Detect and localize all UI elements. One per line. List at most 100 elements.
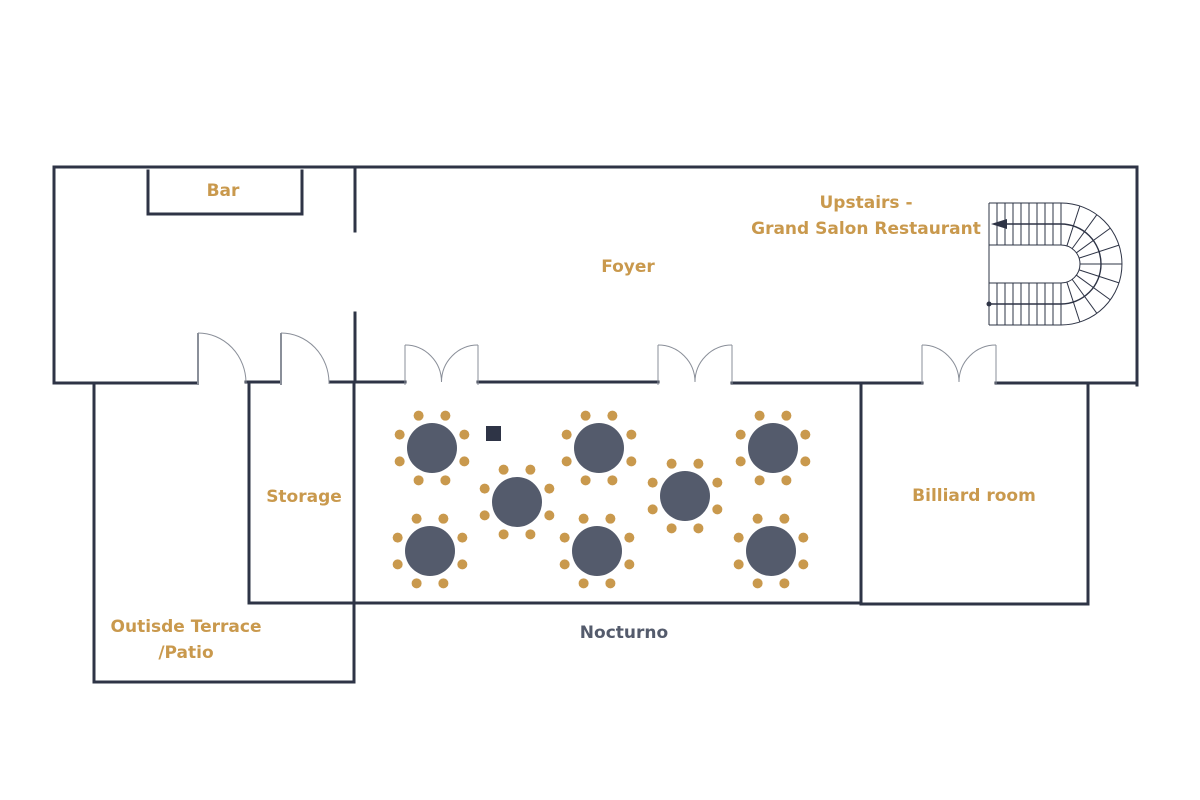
table-top <box>405 526 455 576</box>
chair-icon <box>440 475 451 486</box>
chair-icon <box>733 559 744 570</box>
foyer-label: Foyer <box>601 257 655 277</box>
nocturno-label: Nocturno <box>580 623 668 643</box>
double-door-icon <box>921 344 997 385</box>
chair-icon <box>479 510 490 521</box>
round-table <box>479 464 555 540</box>
double-door-icon <box>657 344 733 385</box>
chair-icon <box>735 456 746 467</box>
chair-icon <box>392 559 403 570</box>
chair-icon <box>578 578 589 589</box>
chair-icon <box>438 578 449 589</box>
round-table <box>559 513 635 589</box>
chair-icon <box>647 477 658 488</box>
wall-segment <box>92 381 356 684</box>
chair-icon <box>754 475 765 486</box>
column-icon <box>486 426 501 441</box>
billiard-room-label: Billiard room <box>912 486 1036 506</box>
chair-icon <box>459 456 470 467</box>
table-top <box>746 526 796 576</box>
chair-icon <box>779 578 790 589</box>
chair-icon <box>752 578 763 589</box>
table-top <box>572 526 622 576</box>
chair-icon <box>459 429 470 440</box>
chair-icon <box>438 513 449 524</box>
chair-icon <box>525 529 536 540</box>
chair-icon <box>580 410 591 421</box>
table-top <box>748 423 798 473</box>
chair-icon <box>544 510 555 521</box>
arrow-icon <box>991 219 1007 229</box>
walls <box>52 165 1139 684</box>
chair-icon <box>498 529 509 540</box>
chair-icon <box>413 410 424 421</box>
chair-icon <box>624 559 635 570</box>
chair-icon <box>693 523 704 534</box>
wall-segment <box>859 381 1090 606</box>
wall-segment <box>247 380 863 605</box>
chair-icon <box>712 477 723 488</box>
door-icon <box>280 332 330 385</box>
round-table <box>561 410 637 486</box>
table-top <box>574 423 624 473</box>
chair-icon <box>781 475 792 486</box>
round-table <box>647 458 723 534</box>
chair-icon <box>779 513 790 524</box>
chair-icon <box>754 410 765 421</box>
chair-icon <box>479 483 490 494</box>
chair-icon <box>693 458 704 469</box>
wall-segment <box>146 169 304 216</box>
chair-icon <box>666 523 677 534</box>
chair-icon <box>647 504 658 515</box>
chair-icon <box>712 504 723 515</box>
patio-label: /Patio <box>158 643 213 663</box>
chair-icon <box>561 456 572 467</box>
chair-icon <box>561 429 572 440</box>
chair-icon <box>580 475 591 486</box>
chair-icon <box>578 513 589 524</box>
chair-icon <box>733 532 744 543</box>
chair-icon <box>605 578 616 589</box>
double-door-icon <box>404 344 479 385</box>
chair-icon <box>559 559 570 570</box>
stair-start-dot <box>986 301 992 307</box>
chair-icon <box>626 429 637 440</box>
round-table <box>735 410 811 486</box>
chair-icon <box>607 410 618 421</box>
chair-icon <box>800 456 811 467</box>
terrace-label: Outisde Terrace <box>111 617 262 637</box>
chair-icon <box>798 532 809 543</box>
chair-icon <box>392 532 403 543</box>
chair-icon <box>800 429 811 440</box>
doors <box>197 332 997 385</box>
chair-icon <box>498 464 509 475</box>
chair-icon <box>413 475 424 486</box>
chair-icon <box>605 513 616 524</box>
chair-icon <box>666 458 677 469</box>
round-table <box>392 513 468 589</box>
table-top <box>660 471 710 521</box>
chair-icon <box>394 429 405 440</box>
chair-icon <box>457 532 468 543</box>
table-top <box>407 423 457 473</box>
chair-icon <box>781 410 792 421</box>
chair-icon <box>457 559 468 570</box>
chair-icon <box>624 532 635 543</box>
chair-icon <box>626 456 637 467</box>
bar-label: Bar <box>207 181 240 201</box>
staircase-icon <box>986 202 1123 326</box>
grand-salon-label: Grand Salon Restaurant <box>751 219 981 239</box>
chair-icon <box>798 559 809 570</box>
chair-icon <box>735 429 746 440</box>
chair-icon <box>440 410 451 421</box>
chair-icon <box>559 532 570 543</box>
round-table <box>394 410 470 486</box>
door-icon <box>197 332 247 385</box>
chair-icon <box>411 513 422 524</box>
round-table <box>733 513 809 589</box>
storage-label: Storage <box>266 487 342 507</box>
upstairs-label: Upstairs - <box>820 193 913 213</box>
chair-icon <box>607 475 618 486</box>
furniture <box>392 410 811 589</box>
